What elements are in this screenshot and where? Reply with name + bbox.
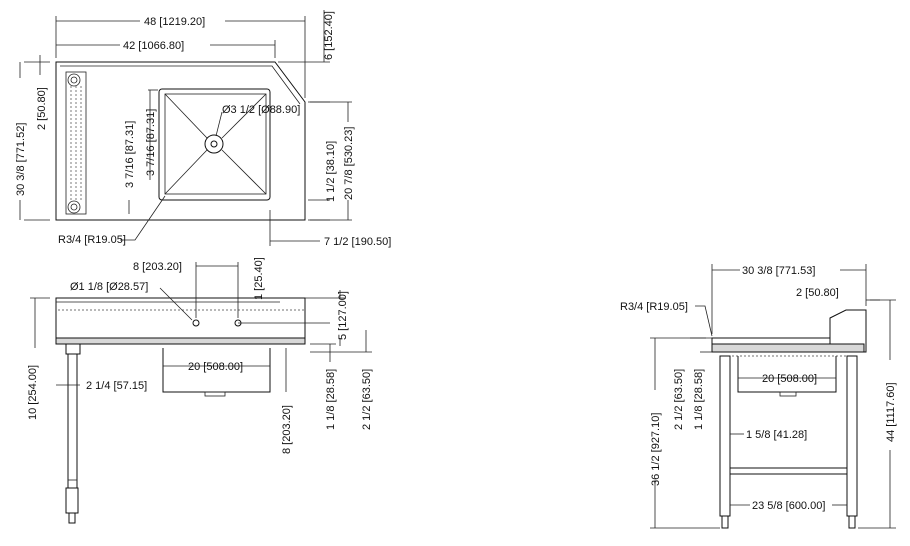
side-apron: 2 1/2 [63.50] [673,369,685,430]
top-view: 48 [1219.20] 42 [1066.80] 6 [152.40] 30 … [15,10,391,248]
side-leg-spacing: 23 5/8 [600.00] [752,500,825,512]
side-corner-radius: R3/4 [R19.05] [620,301,688,313]
side-leg-dia: 1 5/8 [41.28] [746,429,807,441]
front-view: 8 [203.20] Ø1 1/8 [Ø28.57] 1 [25.40] 5 [… [27,257,373,524]
top-corner-radius: R3/4 [R19.05] [58,234,126,246]
front-bowl-depth: 8 [203.20] [281,405,293,454]
top-bowl-depth: 20 7/8 [530.23] [343,127,355,200]
top-front-rim: 1 1/2 [38.10] [325,141,337,202]
side-overall-height: 44 [1117.60] [885,382,897,442]
front-bowl-width: 20 [508.00] [188,361,243,373]
side-work-height: 36 1/2 [927.10] [650,413,662,486]
top-bowl-offset-b: 3 7/16 [87.31] [145,109,157,176]
top-overall-width: 48 [1219.20] [144,16,205,28]
front-hole-height: 1 [25.40] [253,257,265,300]
front-faucet-hole: Ø1 1/8 [Ø28.57] [70,281,148,293]
side-view: 30 3/8 [771.53] 2 [50.80] R3/4 [R19.05] … [620,264,897,529]
side-overall-depth: 30 3/8 [771.53] [742,265,815,277]
front-leg-inset: 2 1/4 [57.15] [86,380,147,392]
top-overall-depth: 30 3/8 [771.52] [15,123,27,196]
top-bowl-offset-a: 3 7/16 [87.31] [124,121,136,188]
top-drain-diameter: Ø3 1/2 [Ø88.90] [222,104,300,116]
front-rim-to-bowl: 10 [254.00] [27,365,39,420]
top-backsplash: 2 [50.80] [36,87,48,130]
side-backsplash: 2 [50.80] [796,287,839,299]
front-rim-thickness: 1 1/8 [28.58] [325,369,337,430]
front-faucet-spacing: 8 [203.20] [133,261,182,273]
front-apron: 2 1/2 [63.50] [361,369,373,430]
top-end-offset: 7 1/2 [190.50] [324,236,391,248]
top-splash-width: 42 [1066.80] [123,40,184,52]
side-bowl-width: 20 [508.00] [762,373,817,385]
top-corner-offset: 6 [152.40] [323,11,335,60]
side-rim-thickness: 1 1/8 [28.58] [693,369,705,430]
front-splash-height: 5 [127.00] [337,291,349,340]
